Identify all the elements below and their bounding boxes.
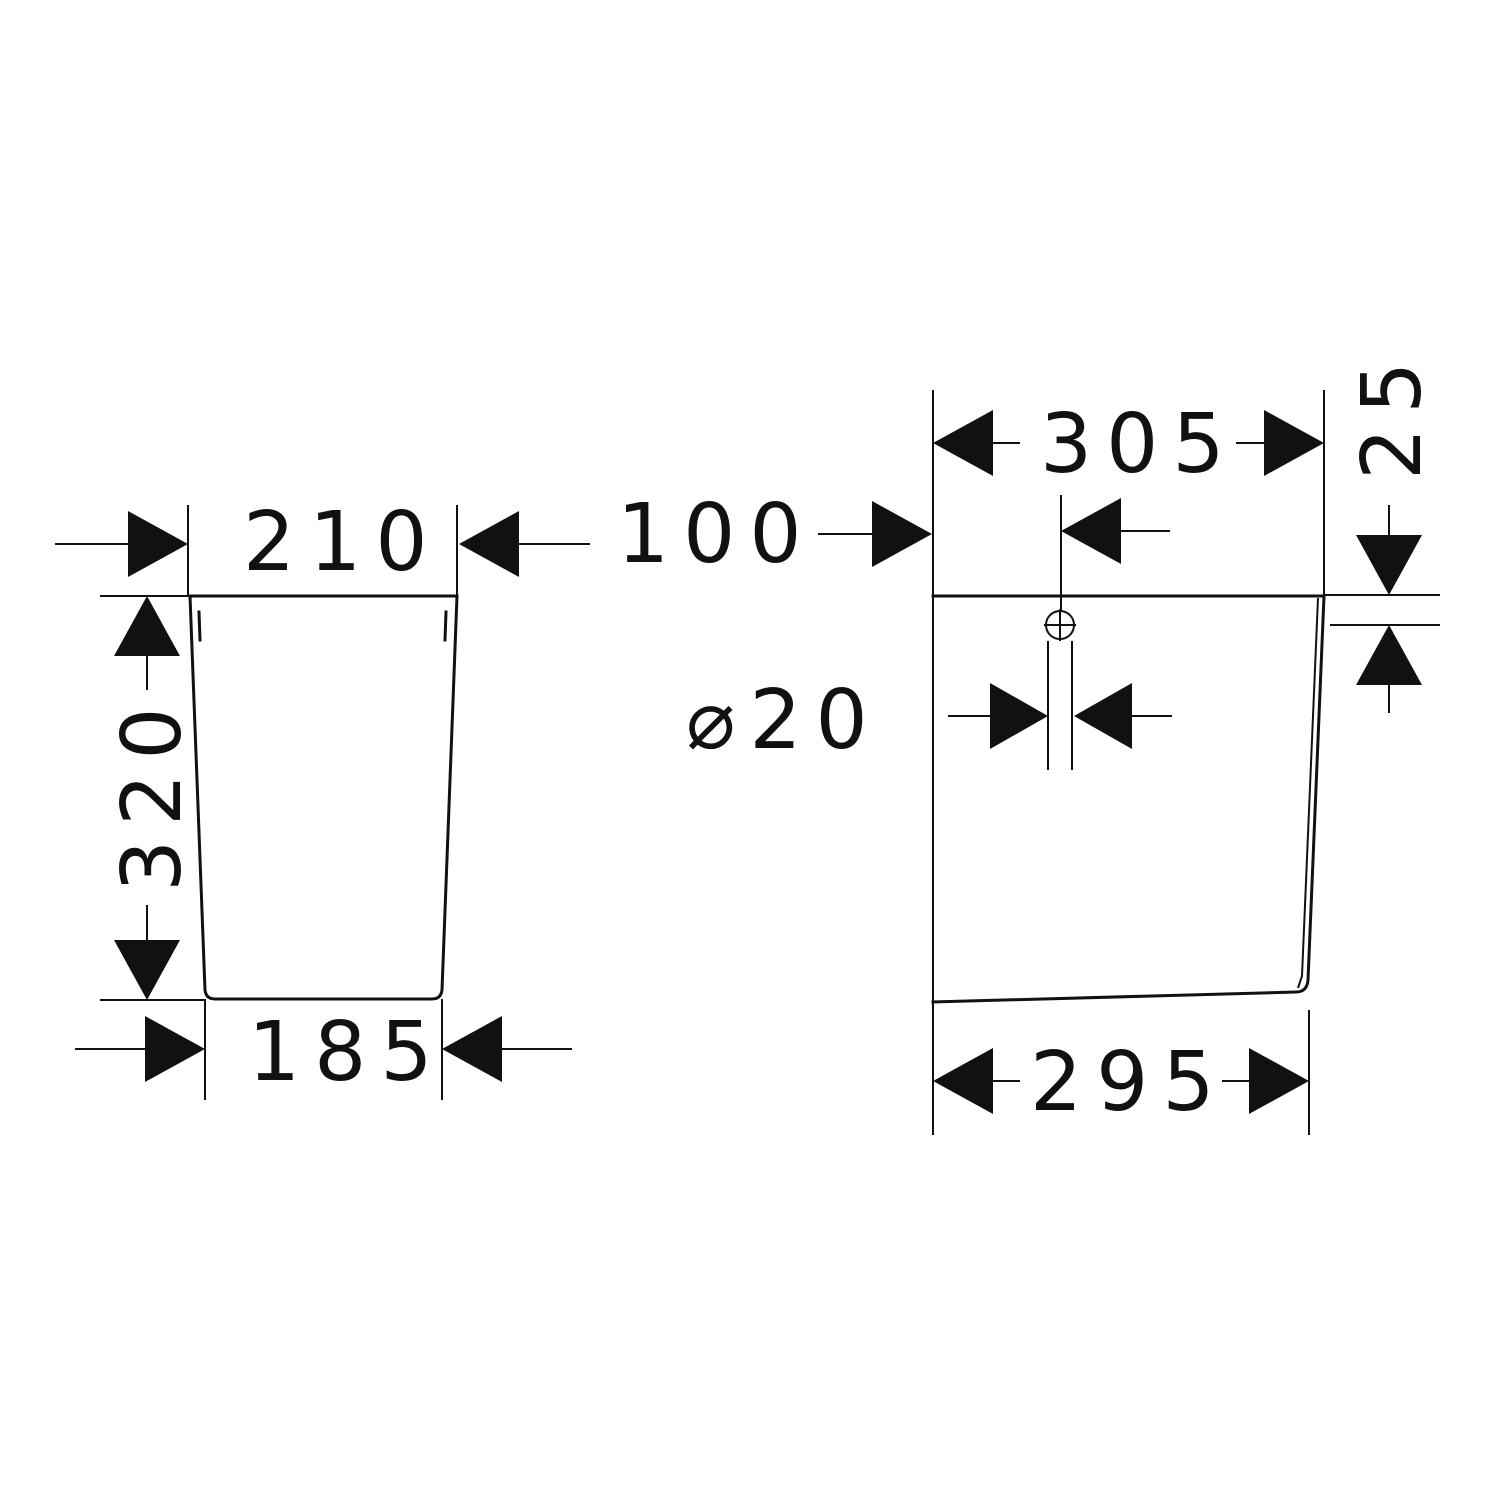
dim-320-arrow-top (114, 596, 180, 656)
hole-position-arrow (1061, 498, 1121, 564)
side-view-inner-wall (1297, 597, 1319, 989)
dim-185-arrow-right (442, 1016, 502, 1082)
dim-100-arrow-right (872, 501, 932, 567)
dim-295-arrow-right (1249, 1048, 1309, 1114)
dim-320-label: 320 (105, 693, 200, 892)
dim-100-arrow-left (459, 511, 519, 577)
side-view-outline (931, 594, 1326, 1004)
dim-305-arrow-left (933, 410, 993, 476)
dim-185-label: 185 (248, 1005, 447, 1100)
dim-210-label: 210 (243, 495, 442, 590)
dim-295-arrow-left (933, 1048, 993, 1114)
front-rim-mark-left (197, 610, 202, 642)
dim-20-arrow-right (1074, 683, 1132, 749)
dim-320-arrow-bottom (114, 940, 180, 1000)
front-rim-mark-right (443, 610, 448, 642)
dim-20-arrow-left (990, 683, 1048, 749)
front-view: 210 320 185 (55, 495, 590, 1100)
dim-25-arrow-bottom (1356, 625, 1422, 685)
dim-305-label: 305 (1040, 397, 1239, 492)
side-view: 305 25 ⌀20 295 (686, 348, 1440, 1135)
dim-20-label: ⌀20 (686, 673, 882, 768)
dim-295-label: 295 (1030, 1035, 1229, 1130)
dim-100-label: 100 (617, 487, 816, 582)
dim-185-arrow-left (145, 1016, 205, 1082)
dim-305-arrow-right (1264, 410, 1324, 476)
dim-25-arrow-top (1356, 535, 1422, 595)
front-view-outline (188, 594, 459, 1001)
dim-25-label: 25 (1345, 348, 1440, 480)
dim-210-arrow-left (128, 511, 188, 577)
